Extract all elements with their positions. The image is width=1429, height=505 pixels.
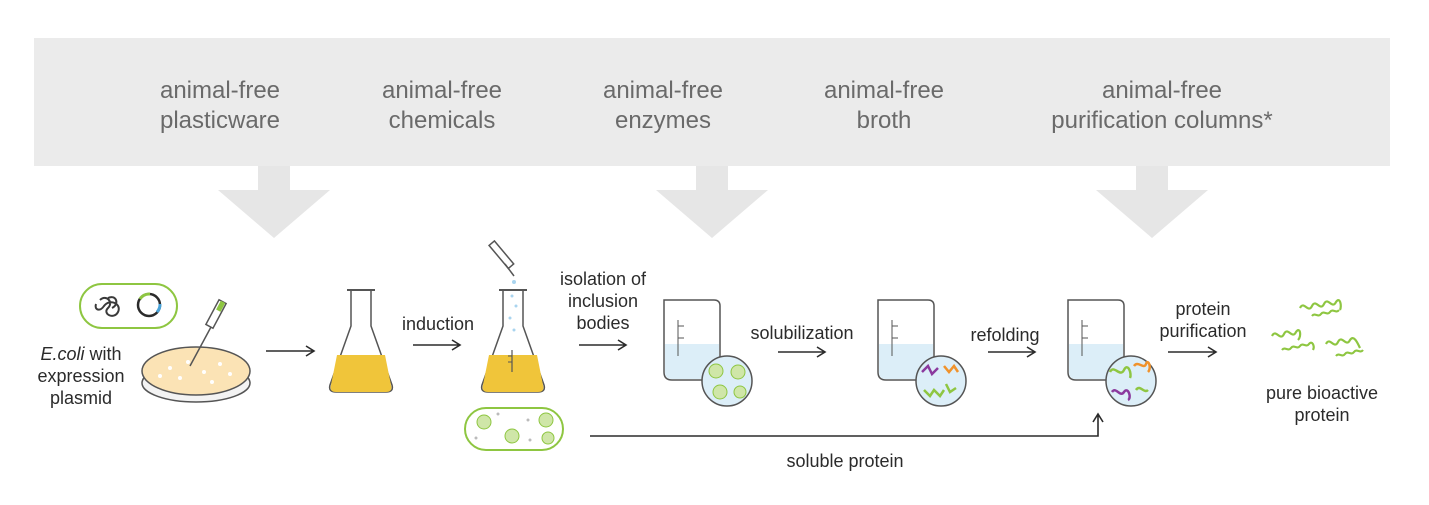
label-refolding: refolding xyxy=(970,325,1040,345)
pipette-icon xyxy=(488,239,516,284)
arrow-3 xyxy=(579,339,628,351)
pure-line1: pure bioactive xyxy=(1265,383,1379,403)
pipette-icon xyxy=(189,298,228,367)
label-soluble-protein: soluble protein xyxy=(786,451,904,471)
banner-line1: animal-free xyxy=(159,77,281,104)
purification-line2: purification xyxy=(1159,321,1247,341)
pure-protein-icon xyxy=(1271,299,1364,357)
label-protein-purification: protein purification xyxy=(1148,298,1258,342)
banner-item-chemicals: animal-free chemicals xyxy=(352,76,532,136)
soluble-arrow xyxy=(590,412,1104,437)
arrow-5 xyxy=(988,346,1037,358)
label-induction: induction xyxy=(401,314,475,334)
banner-line2: broth xyxy=(856,107,912,134)
banner-line1: animal-free xyxy=(602,77,724,104)
isolation-line2: inclusion xyxy=(567,291,639,311)
purification-line1: protein xyxy=(1175,299,1231,319)
banner-line2: chemicals xyxy=(388,107,496,134)
ecoli-italic: E.coli xyxy=(40,344,85,364)
banner-line1: animal-free xyxy=(381,77,503,104)
animal-free-banner xyxy=(34,38,1390,166)
pure-line2: protein xyxy=(1294,405,1350,425)
ecoli-line2: expression xyxy=(37,366,125,386)
banner-item-plasticware: animal-free plasticware xyxy=(130,76,310,136)
ecoli-line1: E.coli with xyxy=(32,343,130,365)
label-ecoli: E.coli with expression plasmid xyxy=(32,343,130,409)
beaker-icon xyxy=(663,299,753,407)
banner-line2: purification columns* xyxy=(1051,107,1273,134)
arrow-4 xyxy=(778,346,827,358)
arrow-2 xyxy=(413,339,462,351)
label-solubilization: solubilization xyxy=(750,323,854,343)
flow-arrows xyxy=(266,339,1218,437)
down-arrow-3 xyxy=(1096,166,1208,238)
arrow-6 xyxy=(1168,346,1218,358)
down-arrow-2 xyxy=(656,166,768,238)
down-arrow-1 xyxy=(218,166,330,238)
flask-induced-icon xyxy=(480,289,546,393)
banner-line2: plasticware xyxy=(159,107,281,134)
beaker-solubilized-icon xyxy=(877,299,967,407)
arrow-1 xyxy=(266,345,316,357)
banner-line1: animal-free xyxy=(823,77,945,104)
isolation-line3: bodies xyxy=(576,313,630,333)
flask-icon xyxy=(328,289,394,393)
beaker-refolded-icon xyxy=(1067,299,1157,407)
banner-item-purification-columns: animal-free purification columns* xyxy=(1022,76,1302,136)
banner-item-enzymes: animal-free enzymes xyxy=(573,76,753,136)
ecoli-line3: plasmid xyxy=(49,388,113,408)
plasmid-capsule-icon xyxy=(79,283,178,329)
bacterium-inclusion-bodies-icon xyxy=(464,407,564,451)
ecoli-rest: with xyxy=(84,344,122,364)
petri-dish-icon xyxy=(141,346,251,403)
banner-item-broth: animal-free broth xyxy=(794,76,974,136)
label-pure-bioactive-protein: pure bioactive protein xyxy=(1252,382,1392,426)
banner-line2: enzymes xyxy=(614,107,712,134)
label-isolation: isolation of inclusion bodies xyxy=(548,268,658,334)
banner-line1: animal-free xyxy=(1101,77,1223,104)
isolation-line1: isolation of xyxy=(559,269,647,289)
